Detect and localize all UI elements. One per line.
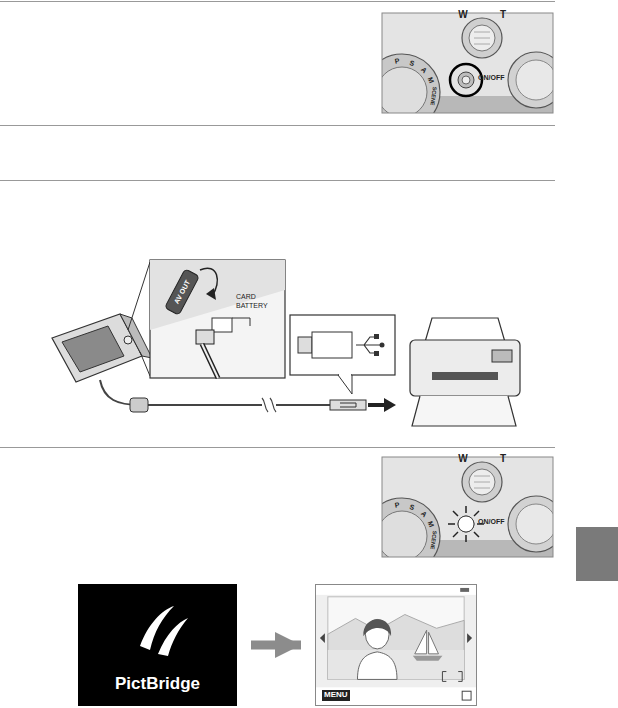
port-label: CARD [236, 293, 256, 300]
illustration-part [474, 532, 479, 537]
port-label: BATTERY [236, 302, 268, 309]
playback-screen: MENU [315, 584, 477, 706]
picture-part [328, 650, 464, 680]
illustration-part [384, 398, 396, 412]
picture-part [320, 633, 472, 643]
illustration-part [165, 269, 200, 315]
illustration-part [492, 350, 512, 362]
illustration-part [130, 398, 148, 412]
zoom-label: W [458, 454, 467, 464]
illustration-part [425, 318, 505, 342]
illustration-part [338, 375, 352, 394]
chapter-tab [576, 527, 618, 581]
picture-part [462, 691, 471, 700]
illustration-part [206, 288, 216, 300]
picture-part [442, 672, 462, 682]
camera-top-photo-power-on [364, 457, 564, 574]
illustration-part [62, 326, 124, 372]
playback-picture [316, 585, 476, 705]
illustration-part [448, 523, 455, 525]
illustration-part [0, 447, 555, 448]
illustration-part [465, 506, 467, 513]
illustration-part [368, 403, 384, 407]
playback-image [316, 585, 476, 705]
picture-part [413, 656, 443, 661]
illustration-part [200, 268, 217, 296]
illustration-part [465, 535, 467, 542]
illustration-part [150, 260, 285, 378]
picture-part [415, 630, 439, 654]
illustration-part [202, 344, 218, 378]
illustration-part [140, 352, 150, 376]
illustration-part [312, 332, 352, 358]
illustration-part [450, 64, 482, 96]
illustration-part [262, 398, 276, 412]
illustration-part [0, 125, 555, 126]
illustration-part [298, 337, 312, 353]
illustration-part [0, 1, 555, 2]
pictbridge-screen: PictBridge [78, 584, 237, 706]
illustration-part [432, 372, 498, 380]
illustration-part [100, 380, 262, 405]
picture-part [316, 687, 476, 705]
illustration-part [290, 315, 395, 375]
illustration-part [374, 334, 379, 339]
illustration-part [0, 180, 555, 181]
illustration-part [380, 343, 385, 348]
menu-icon-label: MENU [322, 690, 350, 701]
illustration-part [474, 511, 479, 516]
zoom-label: T [500, 454, 506, 464]
flow-arrow [251, 641, 301, 650]
illustration-part [202, 344, 218, 378]
illustration-part [364, 457, 564, 574]
illustration-part [340, 403, 356, 407]
camera-top-photo [364, 13, 564, 130]
illustration-part [453, 511, 458, 516]
illustration-part [124, 336, 132, 344]
illustration-part [330, 400, 366, 410]
picture-part [328, 597, 464, 680]
illustration-part [196, 330, 214, 344]
illustration-part [374, 351, 379, 356]
illustration-part [356, 337, 382, 353]
illustration-part [128, 262, 150, 330]
dial-mode-label: P [394, 58, 400, 66]
illustration-part [412, 396, 516, 426]
illustration-part [410, 340, 520, 396]
button-label: ON/OFF [478, 74, 504, 81]
illustration-part [165, 269, 200, 315]
illustration-part [276, 404, 330, 406]
zoom-label: W [458, 10, 467, 20]
illustration-part [339, 374, 351, 376]
screen-title: PictBridge [115, 675, 200, 694]
picture-part [357, 652, 397, 680]
illustration-part [120, 314, 152, 358]
picture-part [363, 619, 391, 636]
logo-stroke [158, 618, 188, 656]
picture-part [460, 588, 469, 592]
picture-part [328, 615, 464, 680]
illustration-part [212, 318, 232, 332]
picture-part [316, 585, 476, 595]
illustration-part [232, 318, 250, 326]
illustration-part [453, 532, 458, 537]
illustration-part [364, 13, 564, 130]
camera-connection-drawing [52, 260, 520, 426]
button-label: ON/OFF [478, 518, 504, 525]
dial-mode-label: P [394, 502, 400, 510]
zoom-label: T [500, 10, 506, 20]
illustration-part [458, 516, 474, 532]
